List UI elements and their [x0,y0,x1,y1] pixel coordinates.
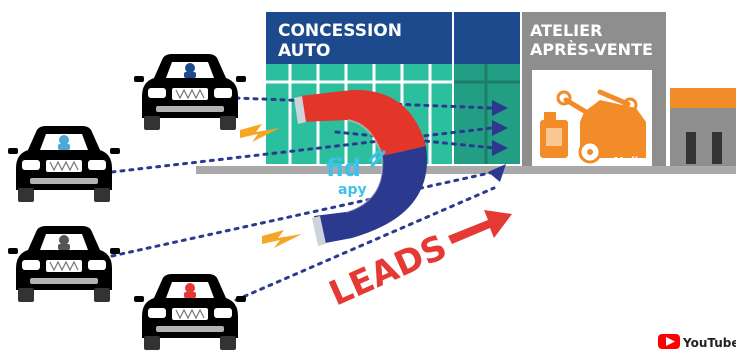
car-orange: #carOrange .car-body{fill:#f28c28} [133,53,247,131]
ground-line [196,166,736,174]
workshop-building: ATELIER APRÈS-VENTE Atelier [522,12,666,168]
logo-text-apy: apy [338,182,367,198]
connector-building [454,12,520,164]
car-red: #carRed .car-body{fill:#e53935} [7,125,121,203]
logo-text-fid: fid [326,154,361,182]
driver-icon [59,235,69,245]
magnet-icon [294,89,428,246]
lead-line-green [110,170,496,258]
dealership-title-line1: CONCESSION [278,21,402,41]
lead-arrowheads [488,100,508,182]
driver-icon [185,63,195,73]
car-grey: #carGrey .car-body{fill:#7f7f7f} [133,273,247,351]
lead-line-magnet [334,130,496,150]
lead-line-red [110,126,494,174]
workshop-title-line1: ATELIER [530,21,602,40]
wrench-icon [368,148,386,168]
driver-icon [59,135,69,145]
workshop-sign-label: Atelier [612,156,650,167]
lightning-icon [240,124,280,142]
youtube-watermark: YouTube [658,334,736,350]
adjacent-building [670,88,736,168]
leads-label: LEADS [323,227,452,314]
repair-illustration: Atelier [540,89,650,167]
driver-icon [185,283,195,293]
dealership-title-line2: AUTO [278,41,331,61]
dealership-sign [266,12,452,64]
fidapy-logo: fid apy [326,148,386,198]
lightning-icon [262,230,302,248]
lead-line-grey [234,186,496,302]
workshop-title-line2: APRÈS-VENTE [530,40,653,59]
car-green: #carGreen .car-body{fill:#6cbf3c} [7,225,121,303]
leads-arrow-icon [448,210,512,244]
youtube-label: YouTube [682,336,736,350]
